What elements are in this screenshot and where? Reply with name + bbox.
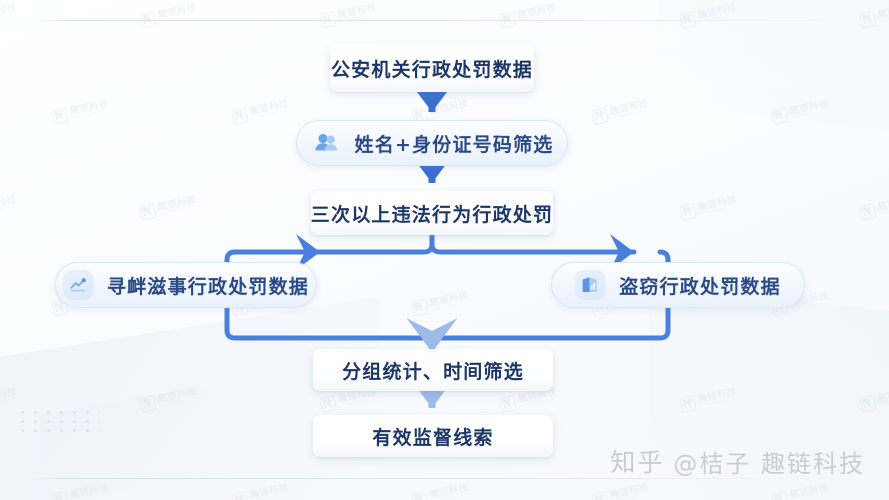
branch-right-drop xyxy=(657,249,671,303)
people-icon xyxy=(311,128,341,158)
node-theft-data-label: 盗窃行政处罚数据 xyxy=(619,275,781,298)
zhihu-handle-label: @桔子 趣链科技 xyxy=(673,449,865,478)
node-three-offenses[interactable]: 三次以上违法行为行政处罚 xyxy=(311,191,553,235)
background-dot-grid xyxy=(16,408,100,434)
node-group-statistics-label: 分组统计、时间筛选 xyxy=(342,360,524,383)
node-source-label: 公安机关行政处罚数据 xyxy=(330,58,533,81)
zhihu-watermark: 知乎 @桔子 趣链科技 xyxy=(610,443,865,479)
top-divider xyxy=(26,20,863,21)
branch-right-wire xyxy=(429,233,637,270)
node-scuffle-data-label: 寻衅滋事行政处罚数据 xyxy=(107,275,310,298)
node-group-statistics[interactable]: 分组统计、时间筛选 xyxy=(313,349,553,391)
node-filter-label: 姓名+身份证号码筛选 xyxy=(354,133,554,156)
node-theft-data[interactable]: 盗窃行政处罚数据 xyxy=(551,262,805,308)
node-source[interactable]: 公安机关行政处罚数据 xyxy=(330,44,534,92)
bar-chart-icon xyxy=(575,270,606,300)
scuffle-icon xyxy=(63,270,93,300)
node-filter[interactable]: 姓名+身份证号码筛选 xyxy=(296,120,568,166)
node-effective-clue[interactable]: 有效监督线索 xyxy=(313,415,553,457)
bottom-divider xyxy=(26,478,863,479)
node-effective-clue-label: 有效监督线索 xyxy=(372,426,494,449)
zhihu-platform-label: 知乎 xyxy=(610,448,665,477)
node-three-offenses-label: 三次以上违法行为行政处罚 xyxy=(310,203,554,226)
node-scuffle-data[interactable]: 寻衅滋事行政处罚数据 xyxy=(55,262,317,308)
